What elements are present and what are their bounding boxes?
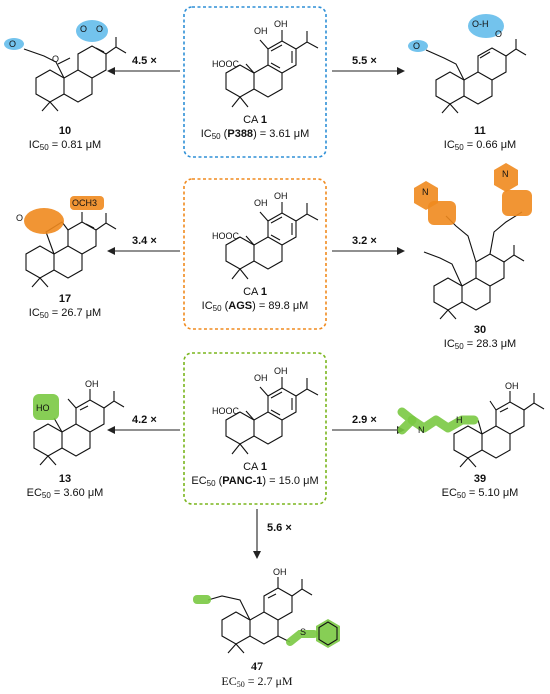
oh-label: OH bbox=[274, 366, 288, 376]
oh-label: OH bbox=[274, 19, 288, 29]
panel-frame-panc1 bbox=[183, 352, 327, 505]
compound-number-30: 30 bbox=[473, 324, 487, 336]
fold-label-17: 3.4 × bbox=[132, 235, 157, 247]
highlight-17-lactone bbox=[24, 208, 64, 234]
o-label: O bbox=[96, 24, 104, 34]
reaction-arrows bbox=[107, 67, 405, 559]
oh-label: OH bbox=[85, 379, 99, 389]
highlight-10-dione bbox=[76, 20, 108, 42]
compound-number-39: 39 bbox=[473, 473, 487, 485]
compound-30-structure bbox=[423, 211, 525, 320]
hooc-label: HOOC bbox=[212, 59, 239, 69]
o-label: O bbox=[52, 54, 60, 64]
o-label: O bbox=[80, 24, 88, 34]
panel-frame-ags bbox=[183, 178, 327, 330]
n-label: N bbox=[418, 425, 425, 435]
compound-11-structure bbox=[425, 39, 527, 114]
oh-label: OH bbox=[254, 26, 268, 36]
compound-activity-47: EC50 = 2.7 μM bbox=[221, 674, 293, 690]
compound-10-structure bbox=[23, 37, 127, 112]
highlight-11-hbond bbox=[468, 14, 504, 38]
n-label: N bbox=[422, 187, 429, 197]
compound-number-17: 17 bbox=[58, 293, 72, 305]
fold-label-11: 5.5 × bbox=[352, 55, 377, 67]
hooc-label: HOOC bbox=[212, 231, 239, 241]
ho-label: HO bbox=[36, 403, 50, 413]
highlight-13-hydroxymethyl bbox=[33, 394, 59, 420]
highlight-47-phenylthio bbox=[286, 630, 318, 646]
oh-label: OH bbox=[274, 191, 288, 201]
parent-activity-p388: IC50 (P388) = 3.61 μM bbox=[200, 128, 310, 141]
o-label: O bbox=[495, 29, 503, 39]
highlight-39-aminoethyl bbox=[407, 415, 479, 433]
fold-label-13: 4.2 × bbox=[132, 414, 157, 426]
carnosic-acid-structure bbox=[225, 30, 319, 108]
n-label: N bbox=[502, 169, 509, 179]
highlight-47-methyl-ester bbox=[193, 595, 211, 604]
o-label: O bbox=[413, 41, 421, 51]
compound-activity-30: IC50 = 28.3 μM bbox=[443, 338, 517, 351]
panel-frame-p388 bbox=[183, 6, 327, 158]
compound-number-13: 13 bbox=[58, 473, 72, 485]
compound-activity-39: EC50 = 5.10 μM bbox=[441, 487, 519, 500]
compound-activity-17: IC50 = 26.7 μM bbox=[28, 307, 102, 320]
parent-name-panc1: CA 1 bbox=[243, 461, 267, 473]
fold-label-39: 2.9 × bbox=[352, 414, 377, 426]
compound-number-47: 47 bbox=[251, 659, 263, 673]
oh-label: OH bbox=[254, 373, 268, 383]
parent-name-p388: CA 1 bbox=[243, 114, 267, 126]
compound-activity-11: IC50 = 0.66 μM bbox=[443, 139, 517, 152]
oh-label: OH bbox=[254, 198, 268, 208]
hbond-label: O-H bbox=[472, 19, 489, 29]
compound-number-11: 11 bbox=[474, 125, 486, 137]
compound-activity-13: EC50 = 3.60 μM bbox=[26, 487, 104, 500]
compound-activity-10: IC50 = 0.81 μM bbox=[28, 139, 102, 152]
oh-label: OH bbox=[273, 567, 287, 577]
fold-label-47: 5.6 × bbox=[267, 522, 292, 534]
h-label: H bbox=[456, 415, 463, 425]
compound-13-structure bbox=[33, 389, 125, 466]
fold-label-30: 3.2 × bbox=[352, 235, 377, 247]
oh-label: OH bbox=[505, 381, 519, 391]
highlight-17-och3 bbox=[70, 196, 104, 210]
och3-label: OCH3 bbox=[72, 198, 98, 208]
highlight-11-ester bbox=[408, 40, 428, 52]
hooc-label: HOOC bbox=[212, 406, 239, 416]
o-label: O bbox=[9, 39, 17, 49]
highlight-30-nicotinoyl-left bbox=[414, 181, 456, 225]
highlight-30-nicotinoyl-right bbox=[494, 163, 532, 216]
o-label: O bbox=[16, 213, 24, 223]
highlight-47-phenyl bbox=[316, 619, 340, 648]
s-label: S bbox=[300, 627, 307, 637]
parent-activity-panc1: EC50 (PANC-1) = 15.0 μM bbox=[191, 475, 319, 488]
highlight-10-ester bbox=[4, 38, 24, 50]
parent-activity-ags: IC50 (AGS) = 89.8 μM bbox=[201, 300, 309, 313]
parent-name-ags: CA 1 bbox=[243, 286, 267, 298]
compound-47-structure bbox=[207, 577, 313, 654]
fold-label-10: 4.5 × bbox=[132, 55, 157, 67]
compound-39-structure bbox=[453, 391, 545, 468]
compound-number-10: 10 bbox=[58, 125, 72, 137]
